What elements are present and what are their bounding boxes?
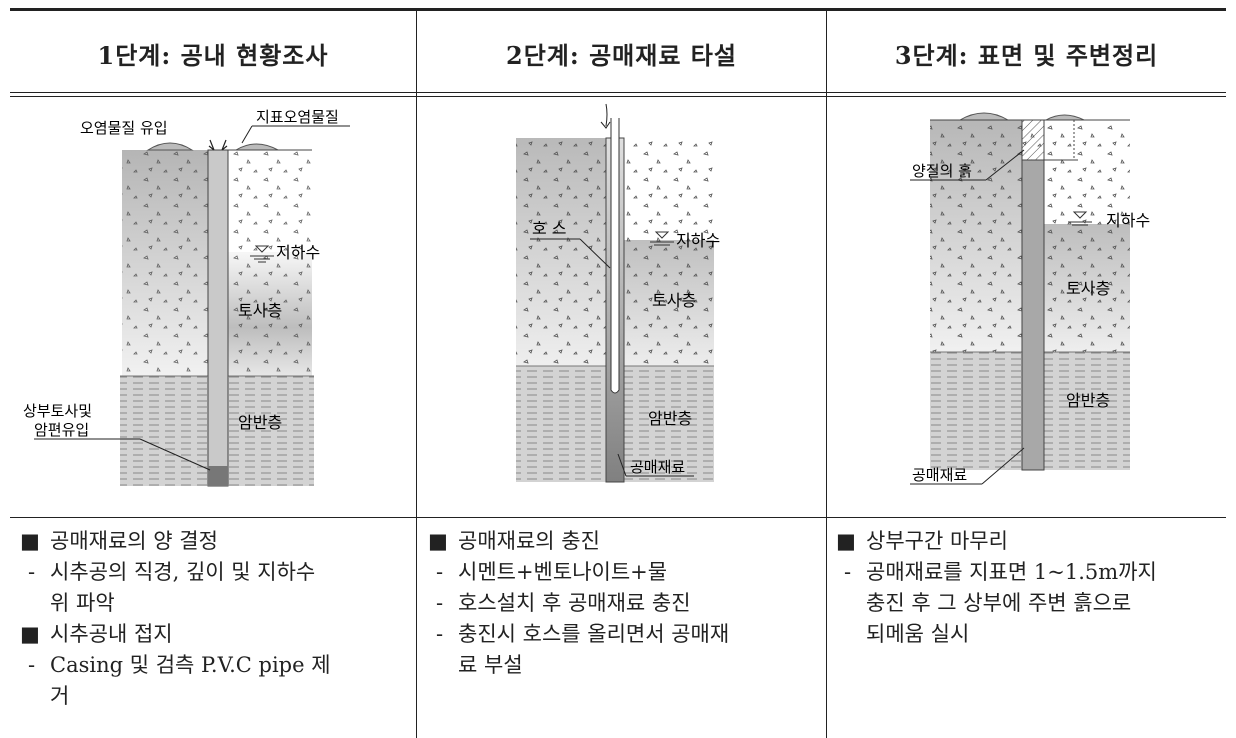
note-dash: -시멘트+벤토나이트+물 (436, 560, 668, 584)
header-stage-2: 2단계: 공매재료 타설 (506, 40, 737, 70)
bullet-icon: ■ (836, 529, 856, 553)
label-surface-contaminant: 지표오염물질 (256, 108, 339, 126)
label-rock-layer: 암반층 (648, 409, 692, 428)
label-soil-layer: 토사층 (1066, 279, 1110, 298)
bullet-icon: ■ (20, 529, 40, 553)
label-rock-layer: 암반층 (238, 413, 282, 432)
column-divider-1 (416, 11, 417, 738)
column-divider-2 (826, 11, 827, 738)
mound-right (1044, 114, 1085, 121)
header-stage-3: 3단계: 표면 및 주변정리 (894, 40, 1159, 70)
label-soil-layer: 토사층 (652, 291, 696, 310)
table-top-rule (10, 8, 1226, 11)
label-contaminant-inflow: 오염물질 유입 (80, 119, 168, 137)
diagram-stage-1: 오염물질 유입 지표오염물질 지하수 토사층 상부토사및 암편유입 암반층 (23, 108, 350, 487)
diagram-stage-2: 호 스 지하수 토사층 암반층 공매재료 (516, 103, 720, 483)
notes-stage-2: ■공매재료의 충진 -시멘트+벤토나이트+물 -호스설치 후 공매재료 충진 -… (428, 526, 824, 681)
note-dash: -호스설치 후 공매재료 충진 (436, 591, 691, 615)
inflow-arrow-left (208, 139, 215, 151)
label-groundwater: 지하수 (676, 231, 720, 250)
label-hose: 호 스 (532, 219, 567, 238)
note-dash: -충진시 호스를 올리면서 공매재 (436, 622, 730, 646)
quality-soil-cap (1021, 119, 1045, 161)
header-bottom-rule-2 (10, 96, 1226, 97)
hose (610, 118, 620, 394)
label-groundwater: 지하수 (276, 243, 320, 262)
label-groundwater: 지하수 (1106, 211, 1150, 230)
diagram-bottom-rule (10, 517, 1226, 518)
note-bullet: ■공매재료의 충진 (428, 526, 824, 557)
notes-stage-3: ■상부구간 마무리 -공매재료를 지표면 1~1.5m까지 충진 후 그 상부에… (836, 526, 1226, 650)
note-dash-cont: 충진 후 그 상부에 주변 흙으로 (866, 591, 1132, 615)
label-backfill: 공매재료 (630, 458, 685, 476)
label-upper-soil-2: 암편유입 (34, 421, 89, 439)
label-upper-soil-1: 상부토사및 (23, 402, 92, 420)
note-dash: -시추공의 직경, 깊이 및 지하수 (28, 560, 316, 584)
label-quality-soil: 양질의 흙 (912, 162, 972, 180)
contaminant-mound-right (234, 143, 279, 151)
note-bullet: ■상부구간 마무리 (836, 526, 1226, 557)
backfill-column (1021, 159, 1045, 471)
note-bullet: ■시추공내 접지 (20, 619, 412, 650)
header-bottom-rule-1 (10, 92, 1226, 93)
note-dash: -공매재료를 지표면 1~1.5m까지 (844, 560, 1157, 584)
label-backfill: 공매재료 (912, 466, 967, 484)
note-bullet: ■공매재료의 양 결정 (20, 526, 412, 557)
bullet-icon: ■ (428, 529, 448, 553)
note-dash: -Casing 및 검측 P.V.C pipe 제 (28, 653, 331, 677)
contaminant-mound-left (146, 142, 194, 151)
borehole (207, 149, 229, 487)
header-stage-1: 1단계: 공내 현황조사 (97, 40, 329, 70)
label-soil-layer: 토사층 (238, 301, 282, 320)
inflow-arrow-right (221, 139, 228, 151)
mound-left (958, 112, 1010, 121)
note-dash-cont: 료 부설 (458, 653, 523, 677)
debris (208, 466, 228, 486)
label-rock-layer: 암반층 (1066, 391, 1110, 410)
notes-stage-1: ■공매재료의 양 결정 -시추공의 직경, 깊이 및 지하수 위 파악 ■시추공… (20, 526, 412, 712)
diagram-stage-3: 양질의 흙 지하수 토사층 암반층 공매재료 (910, 112, 1150, 485)
note-dash-cont: 거 (50, 684, 70, 708)
note-dash-cont: 위 파악 (50, 591, 115, 615)
note-dash-cont: 되메움 실시 (866, 622, 970, 646)
bullet-icon: ■ (20, 622, 40, 646)
